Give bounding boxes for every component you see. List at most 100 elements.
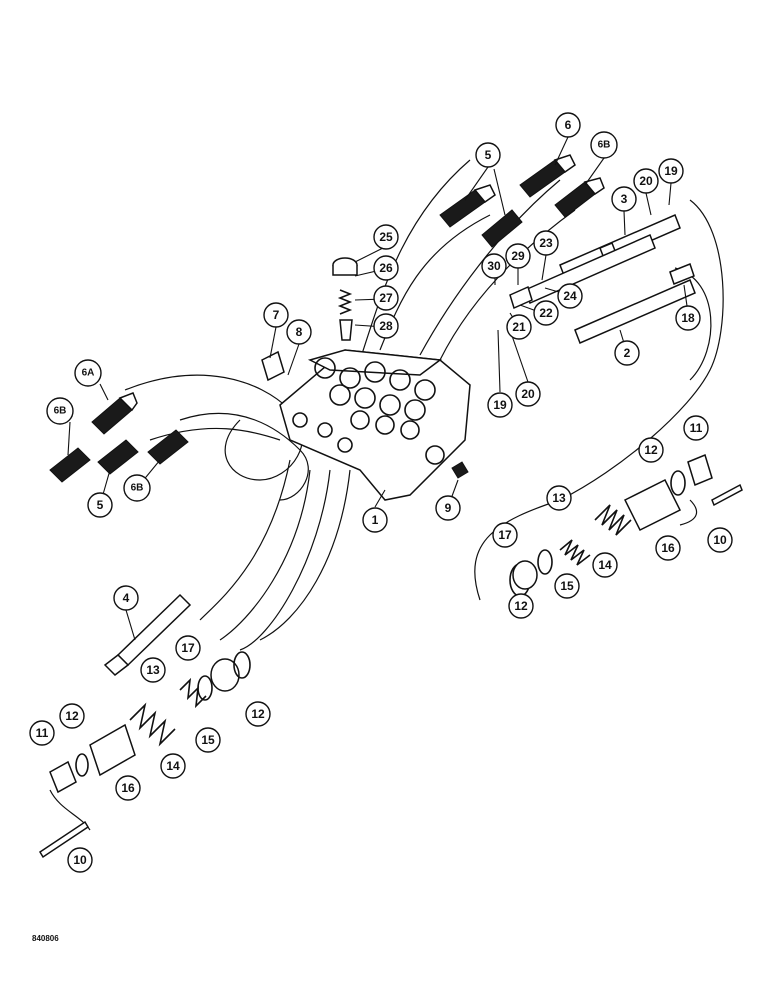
fitting-18 xyxy=(669,263,695,285)
callout-label: 8 xyxy=(296,325,303,339)
callout-18: 18 xyxy=(675,305,701,331)
callout-3: 3 xyxy=(611,186,637,212)
callout-4: 4 xyxy=(113,585,139,611)
callout-label: 10 xyxy=(73,853,87,867)
callout-label: 13 xyxy=(552,491,566,505)
callout-12-right-upper: 12 xyxy=(638,437,664,463)
callout-label: 6 xyxy=(565,118,572,132)
callout-label: 16 xyxy=(661,541,675,555)
callout-19-upper: 19 xyxy=(658,158,684,184)
callout-6: 6 xyxy=(555,112,581,138)
callout-label: 23 xyxy=(539,236,553,250)
callout-label: 1 xyxy=(372,513,379,527)
poppet-28 xyxy=(339,319,353,341)
callout-6b-upper: 6B xyxy=(590,131,618,159)
callout-26: 26 xyxy=(373,255,399,281)
callout-29: 29 xyxy=(505,243,531,269)
callout-19-lower: 19 xyxy=(487,392,513,418)
callout-2: 2 xyxy=(614,340,640,366)
check-valve-29 xyxy=(509,285,533,310)
callout-16-right: 16 xyxy=(655,535,681,561)
callout-5-lower: 5 xyxy=(87,492,113,518)
callout-10-right: 10 xyxy=(707,527,733,553)
callout-12-left-upper: 12 xyxy=(59,703,85,729)
callout-label: 17 xyxy=(181,641,195,655)
callout-15-right: 15 xyxy=(554,573,580,599)
callout-label: 27 xyxy=(379,291,393,305)
callout-27: 27 xyxy=(373,285,399,311)
relief-valve-5-mid xyxy=(481,209,523,248)
spring-27 xyxy=(337,289,353,315)
callout-7: 7 xyxy=(263,302,289,328)
callout-25: 25 xyxy=(373,224,399,250)
callout-label: 10 xyxy=(713,533,727,547)
callout-label: 13 xyxy=(146,663,160,677)
callout-label: 6B xyxy=(131,483,144,494)
callout-6b-left: 6B xyxy=(46,397,74,425)
callout-label: 12 xyxy=(644,443,658,457)
callout-16-left: 16 xyxy=(115,775,141,801)
callout-6a: 6A xyxy=(74,359,102,387)
relief-valve-6 xyxy=(519,154,576,198)
callout-label: 6B xyxy=(54,406,67,417)
callout-label: 6A xyxy=(82,368,95,379)
relief-valve-5-left xyxy=(97,439,139,475)
callout-9: 9 xyxy=(435,495,461,521)
callout-label: 9 xyxy=(445,501,452,515)
callout-label: 20 xyxy=(639,174,653,188)
callout-21: 21 xyxy=(506,314,532,340)
callout-6b-lower: 6B xyxy=(123,474,151,502)
callout-17-right: 17 xyxy=(492,522,518,548)
callout-23: 23 xyxy=(533,230,559,256)
callout-label: 12 xyxy=(65,709,79,723)
spool-2 xyxy=(574,279,696,344)
callout-label: 5 xyxy=(97,498,104,512)
callout-label: 30 xyxy=(487,259,501,273)
callout-label: 22 xyxy=(539,306,553,320)
valve-body xyxy=(279,349,471,501)
callout-label: 15 xyxy=(560,579,574,593)
callout-label: 19 xyxy=(493,398,507,412)
relief-valve-6b-upper xyxy=(554,177,605,218)
relief-valve-5-upper xyxy=(439,184,496,228)
callout-label: 7 xyxy=(273,308,280,322)
callout-17-left: 17 xyxy=(175,635,201,661)
callout-label: 11 xyxy=(690,421,703,435)
fitting-7 xyxy=(261,350,285,382)
callout-label: 4 xyxy=(123,591,130,605)
callout-14-right: 14 xyxy=(592,552,618,578)
callout-label: 3 xyxy=(621,192,628,206)
callout-8: 8 xyxy=(286,319,312,345)
callout-24: 24 xyxy=(557,283,583,309)
callout-label: 16 xyxy=(121,781,135,795)
relief-valve-6b-left xyxy=(49,447,91,483)
callout-label: 19 xyxy=(664,164,678,178)
callout-label: 12 xyxy=(251,707,265,721)
left-end-assembly xyxy=(38,651,251,859)
callout-label: 6B xyxy=(598,140,611,151)
callout-label: 5 xyxy=(485,148,492,162)
callout-label: 26 xyxy=(379,261,393,275)
callout-label: 15 xyxy=(201,733,215,747)
callout-13-left: 13 xyxy=(140,657,166,683)
callout-label: 17 xyxy=(498,528,512,542)
callout-15-left: 15 xyxy=(195,727,221,753)
callout-12-left-lower: 12 xyxy=(245,701,271,727)
callout-30: 30 xyxy=(481,253,507,279)
callout-label: 29 xyxy=(511,249,525,263)
relief-valve-6b-lower xyxy=(147,429,189,465)
callout-28: 28 xyxy=(373,313,399,339)
callout-label: 14 xyxy=(166,759,180,773)
callout-label: 28 xyxy=(379,319,393,333)
relief-valve-6a xyxy=(91,392,138,435)
callout-14-left: 14 xyxy=(160,753,186,779)
callout-1: 1 xyxy=(362,507,388,533)
callout-label: 11 xyxy=(36,726,49,740)
callout-20-upper: 20 xyxy=(633,168,659,194)
spool-4 xyxy=(103,593,192,676)
callout-label: 24 xyxy=(563,289,577,303)
callout-label: 25 xyxy=(379,230,393,244)
right-end-assembly xyxy=(509,453,743,597)
fitting-9 xyxy=(451,461,469,479)
